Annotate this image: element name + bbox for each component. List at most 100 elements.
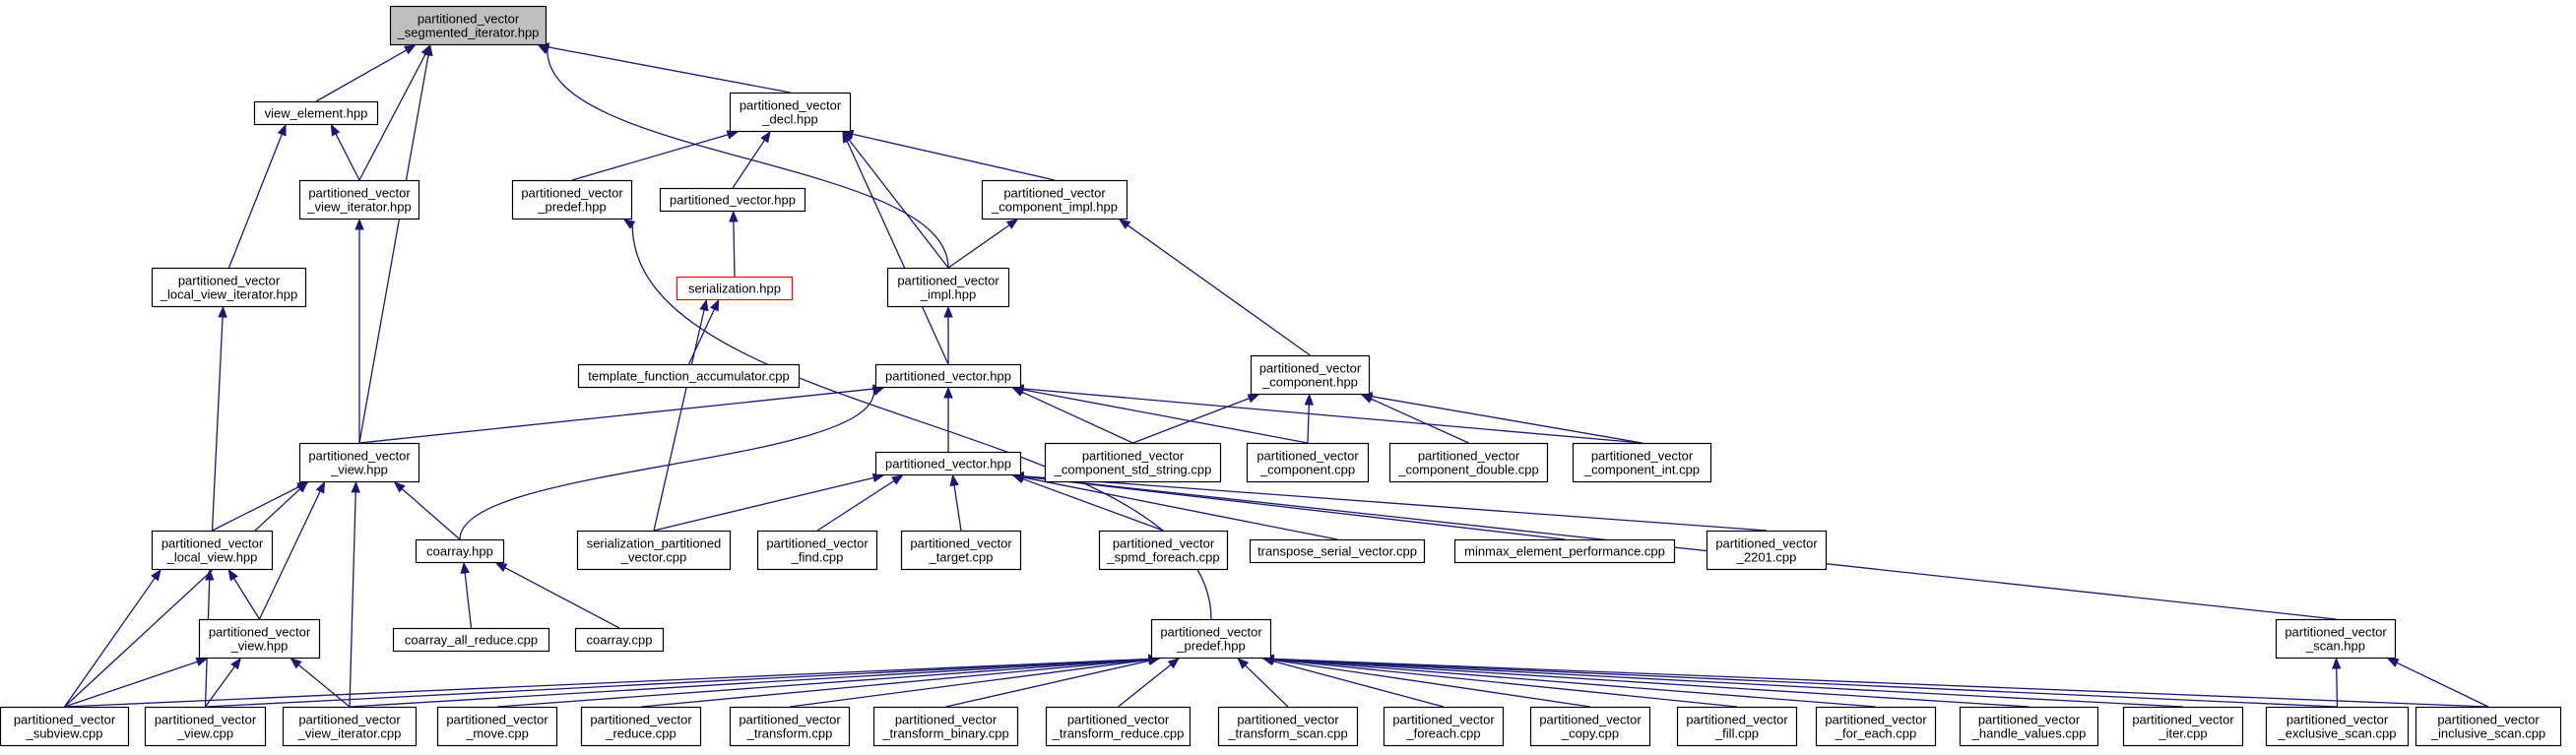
node-b_for_each[interactable]: partitioned_vector_for_each.cpp [1815,706,1937,747]
node-b_inclusive_scan[interactable]: partitioned_vector_inclusive_scan.cpp [2415,706,2562,747]
node-template_acc[interactable]: template_function_accumulator.cpp [577,363,801,389]
edge-coarray_cpp-to-coarray_hpp [494,562,620,629]
node-label: partitioned_vector [418,12,520,27]
node-label: coarray.cpp [587,633,653,648]
edge-pv_comp_std_string-to-pv_hpp2 [1011,387,1133,444]
node-root[interactable]: partitioned_vector_segmented_iterator.hp… [389,5,547,46]
node-label: partitioned_vector [1715,536,1818,551]
node-pv_2201[interactable]: partitioned_vector_2201.cpp [1706,530,1828,571]
node-pv_find[interactable]: partitioned_vector_find.cpp [756,530,878,571]
node-pv_comp_int[interactable]: partitioned_vector_component_int.cpp [1572,442,1712,483]
edge-line [653,309,705,532]
edge-line [349,491,356,708]
node-b_exclusive_scan[interactable]: partitioned_vector_exclusive_scan.cpp [2265,706,2410,747]
node-pv_comp_double[interactable]: partitioned_vector_component_double.cpp [1388,442,1549,483]
node-b_transform[interactable]: partitioned_vector_transform.cpp [729,706,851,747]
node-b_copy[interactable]: partitioned_vector_copy.cpp [1529,706,1651,747]
node-b_transform_reduce[interactable]: partitioned_vector_transform_reduce.cpp [1045,706,1191,747]
arrowhead-icon [537,44,550,55]
node-label: _view.hpp [330,463,388,477]
node-label: partitioned_vector [740,98,842,113]
arrowhead-icon [423,43,433,57]
node-pv_view[interactable]: partitioned_vector_view.hpp [298,442,420,483]
node-box [1676,706,1798,747]
edge-line [953,484,962,532]
node-b_reduce[interactable]: partitioned_vector_reduce.cpp [580,706,702,747]
node-label: _predef.hpp [537,200,606,215]
node-b_view_iter[interactable]: partitioned_vector_view_iterator.cpp [282,706,418,747]
edge-line [211,316,224,532]
node-box [2265,706,2410,747]
edge-b_exclusive_scan-to-pv_predef2 [1261,654,2338,708]
node-label: partitioned_vector [895,713,998,727]
node-label: partitioned_vector [1686,713,1788,727]
edge-ser_pv-to-pv_hpp3 [653,472,885,532]
node-pv_decl[interactable]: partitioned_vector_decl.hpp [729,92,852,133]
node-b_iter[interactable]: partitioned_vector_iter.cpp [2122,706,2244,747]
node-pv_impl[interactable]: partitioned_vector_impl.hpp [886,267,1010,308]
node-b_view[interactable]: partitioned_vector_view.cpp [144,706,267,747]
node-label: _component.cpp [1259,463,1355,477]
node-coarray_hpp[interactable]: coarray.hpp [415,538,505,564]
node-label: _iter.cpp [2157,726,2207,741]
node-pv_comp_cpp[interactable]: partitioned_vector_component.cpp [1246,442,1370,483]
arrowhead-icon [943,305,953,318]
node-b_transform_scan[interactable]: partitioned_vector_transform_scan.cpp [1217,706,1359,747]
node-pv_view_iterator[interactable]: partitioned_vector_view_iterator.hpp [298,179,420,220]
node-pv_spmd[interactable]: partitioned_vector_spmd_foreach.cpp [1098,530,1229,571]
node-box [392,627,550,653]
node-coarray_cpp[interactable]: coarray.cpp [574,627,665,653]
node-view_element[interactable]: view_element.hpp [253,100,379,126]
edge-pv_view2-to-pv_view [258,480,326,620]
node-pv_hpp1[interactable]: partitioned_vector.hpp [659,187,806,213]
node-pv_scan[interactable]: partitioned_vector_scan.hpp [2275,618,2397,660]
node-pv_predef2[interactable]: partitioned_vector_predef.hpp [1150,618,1272,660]
arrowhead-icon [710,298,720,312]
edge-b_inclusive_scan-to-pv_predef2 [1261,654,2489,708]
node-box [1217,706,1359,747]
node-label: partitioned_vector [178,274,281,288]
node-pv_target[interactable]: partitioned_vector_target.cpp [900,530,1022,571]
node-pv_local_view[interactable]: partitioned_vector_local_view.hpp [151,530,274,571]
edge-line [335,133,360,181]
node-pv_view2[interactable]: partitioned_vector_view.hpp [198,618,321,660]
node-transpose[interactable]: transpose_serial_vector.cpp [1249,538,1426,564]
edge-line [1272,659,1591,708]
node-label: _find.cpp [791,550,844,565]
node-b_move[interactable]: partitioned_vector_move.cpp [436,706,558,747]
node-box [1150,618,1272,660]
node-pv_predef1[interactable]: partitioned_vector_predef.hpp [511,179,633,220]
node-pv_comp_impl[interactable]: partitioned_vector_component_impl.hpp [981,179,1128,220]
node-label: partitioned_vector [1113,536,1215,551]
node-label: _copy.cpp [1561,726,1619,741]
node-pv_comp_std_string[interactable]: partitioned_vector_component_std_string.… [1044,442,1222,483]
node-pv_component[interactable]: partitioned_vector_component.hpp [1250,354,1371,396]
node-b_foreach[interactable]: partitioned_vector_foreach.cpp [1383,706,1505,747]
node-box [886,267,1010,308]
edge-pv_hpp3-to-pv_hpp2 [943,386,953,452]
node-minmax[interactable]: minmax_element_performance.cpp [1453,538,1676,564]
node-b_handle_values[interactable]: partitioned_vector_handle_values.cpp [1959,706,2099,747]
node-box [576,530,732,571]
node-b_transform_binary[interactable]: partitioned_vector_transform_binary.cpp [872,706,1019,747]
node-b_subview[interactable]: partitioned_vector_subview.cpp [0,706,130,747]
arrowhead-icon [277,123,287,137]
edge-line [315,49,408,102]
node-serialization[interactable]: serialization.hpp [676,276,794,301]
edge-line [258,490,321,620]
node-label: view_element.hpp [265,106,368,121]
edge-b_subview-to-pv_local_view [63,568,161,708]
node-pv_local_view_iter[interactable]: partitioned_vector_local_view_iterator.h… [151,267,307,308]
node-label: _component_std_string.cpp [1054,463,1212,477]
node-pv_hpp2[interactable]: partitioned_vector.hpp [874,363,1022,389]
node-box [981,179,1128,220]
node-b_fill[interactable]: partitioned_vector_fill.cpp [1676,706,1798,747]
arrowhead-icon [1247,394,1260,404]
node-ser_pv[interactable]: serialization_partitioned_vector.cpp [576,530,732,571]
edge-line [1022,475,2337,620]
node-pv_hpp3[interactable]: partitioned_vector.hpp [874,451,1022,476]
edge-line [1022,475,1566,540]
arrowhead-icon [151,568,161,582]
node-coarray_all[interactable]: coarray_all_reduce.cpp [392,627,550,653]
edge-line [459,391,875,540]
